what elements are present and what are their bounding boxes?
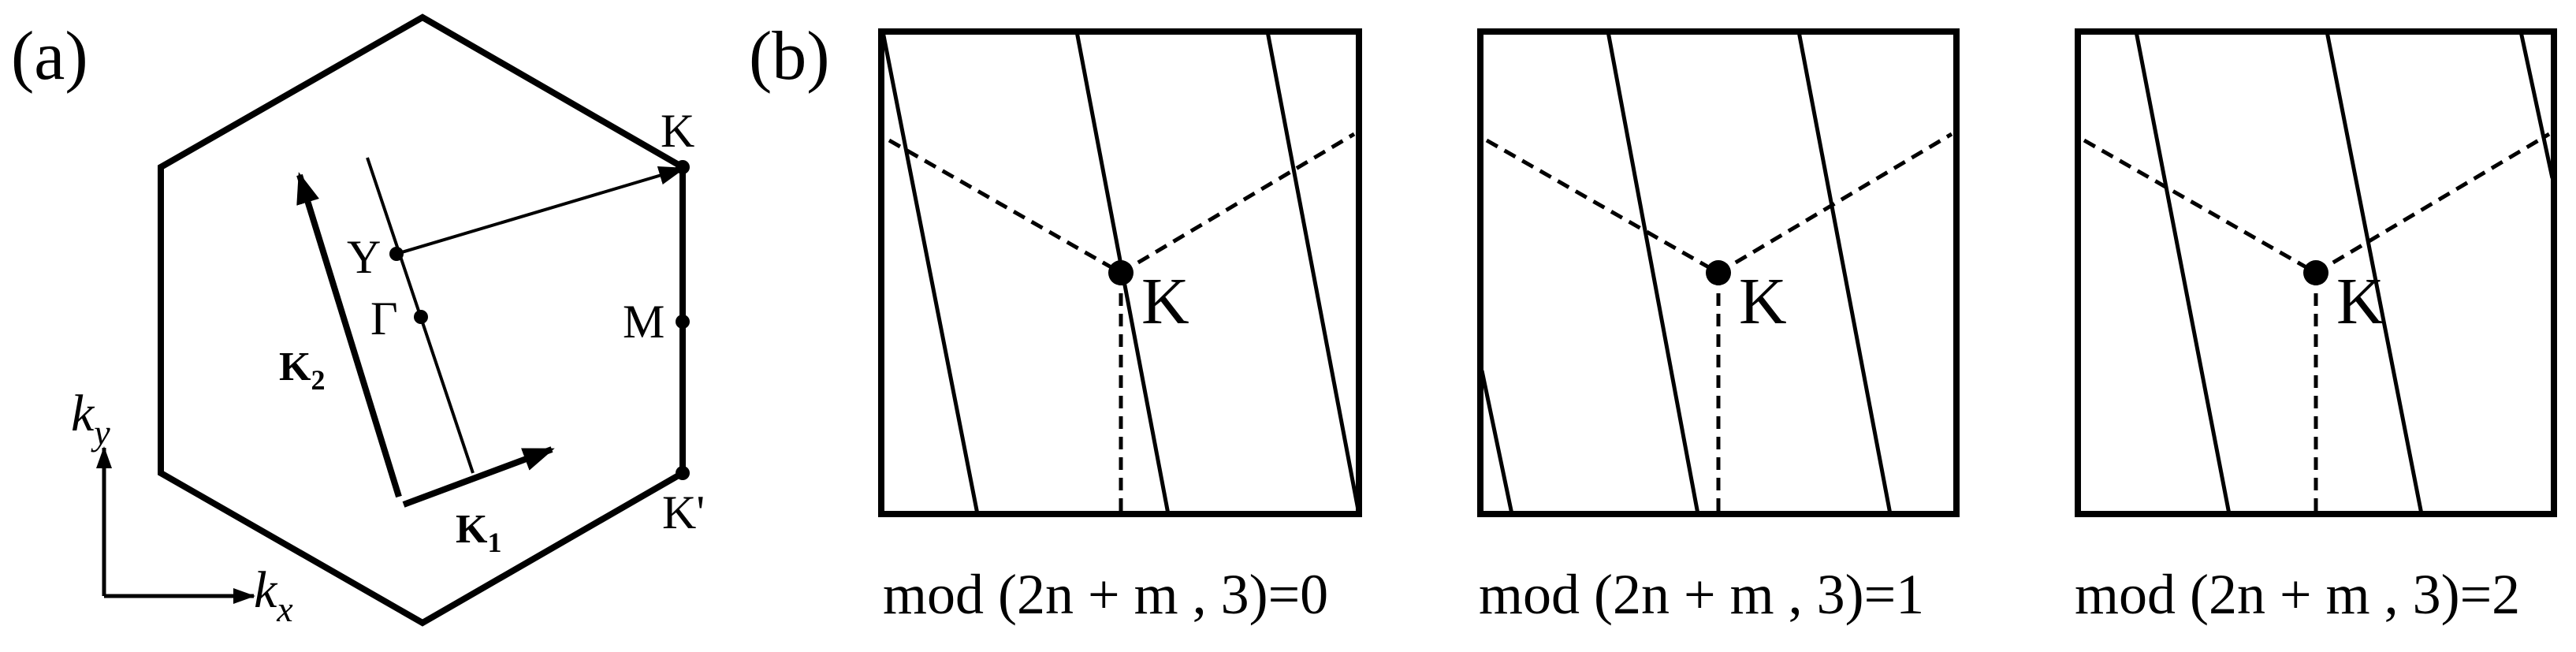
subpanel-mod-2: K mod (2n + m , 3)=2 (2075, 28, 2557, 626)
cutting-line (1265, 31, 1361, 515)
k2-vector-arrow (296, 172, 402, 498)
caption-mod-2: mod (2n + m , 3)=2 (2075, 563, 2520, 626)
label-k: K (661, 105, 694, 157)
label-gamma: Γ (370, 292, 398, 345)
k1-vector-arrow (402, 446, 555, 508)
label-k: K (1739, 265, 1787, 338)
point-y (389, 247, 404, 261)
cutting-line (1606, 31, 1700, 515)
y-to-k-arrow (396, 166, 686, 255)
panel-b: (b) K mod (2n + m , 3)=0 K mod (2n + m ,… (749, 18, 2557, 626)
label-kx: kx (254, 561, 293, 629)
point-k-prime (676, 466, 690, 480)
point-k (1108, 260, 1134, 285)
panel-a: (a) K M K' Y Γ K2 K1 ky kx (11, 13, 705, 629)
panel-b-label: (b) (749, 18, 830, 95)
zone-boundary-dashed (2083, 132, 2551, 275)
label-m: M (623, 296, 664, 348)
label-k: K (1141, 265, 1189, 338)
panel-a-label: (a) (11, 18, 88, 95)
subpanel-mod-0: K mod (2n + m , 3)=0 (878, 28, 1362, 626)
subpanel-frame (1477, 28, 1960, 517)
label-ky: ky (71, 385, 110, 453)
label-k1: K1 (456, 507, 501, 558)
point-k (1706, 260, 1731, 285)
label-y: Y (347, 231, 381, 283)
cutting-line (880, 31, 980, 515)
subpanel-mod-1: K mod (2n + m , 3)=1 (1477, 28, 1960, 626)
cutting-line (2325, 31, 2424, 515)
point-gamma (414, 310, 428, 324)
caption-mod-1: mod (2n + m , 3)=1 (1479, 563, 1924, 626)
cutting-line (2518, 31, 2555, 179)
subpanel-frame (2075, 28, 2557, 517)
zone-boundary-dashed (1485, 132, 1953, 275)
point-k (2303, 260, 2328, 285)
label-k2: K2 (279, 345, 325, 396)
label-k-prime: K' (662, 486, 705, 538)
subpanel-frame (878, 28, 1362, 517)
cutting-line (1796, 31, 1893, 515)
cutting-line (1480, 370, 1514, 515)
label-k: K (2336, 265, 2384, 338)
zone-boundary-dashed (888, 132, 1356, 275)
point-m (676, 315, 690, 329)
caption-mod-0: mod (2n + m , 3)=0 (883, 563, 1328, 626)
cutting-line (2134, 31, 2232, 515)
point-k (676, 160, 690, 174)
